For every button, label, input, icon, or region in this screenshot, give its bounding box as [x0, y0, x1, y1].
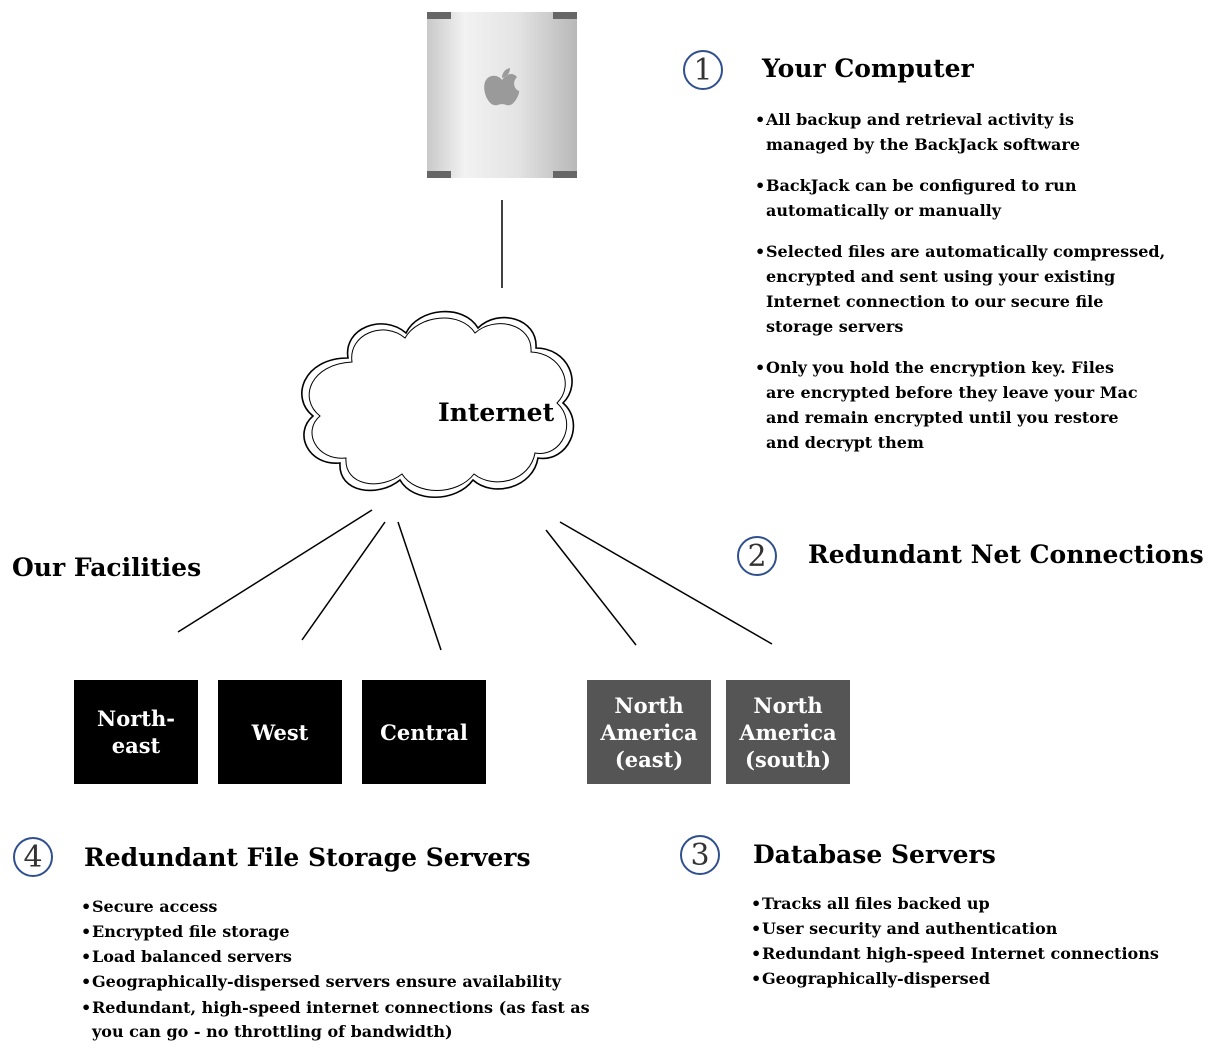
- bullet-text: Load balanced servers: [92, 947, 292, 966]
- site-central: Central: [362, 680, 486, 784]
- list-item: BackJack can be configured to run automa…: [755, 173, 1225, 223]
- step-2-circle: 2: [737, 536, 777, 576]
- bullet-text: All backup and retrieval activity is man…: [766, 110, 1081, 154]
- bullet-text: Encrypted file storage: [92, 922, 290, 941]
- file-servers-bullets: Secure access Encrypted file storage Loa…: [81, 894, 681, 1044]
- bullet-text: Geographically-dispersed servers ensure …: [92, 972, 562, 991]
- site-west-label: West: [251, 719, 309, 745]
- our-facilities-label: Our Facilities: [12, 553, 202, 582]
- site-central-label: Central: [380, 719, 468, 745]
- list-item: Redundant, high-speed internet connectio…: [81, 996, 681, 1044]
- bullet-text: User security and authentication: [762, 919, 1058, 938]
- list-item: All backup and retrieval activity is man…: [755, 107, 1225, 157]
- computer-bullets: All backup and retrieval activity is man…: [755, 107, 1225, 455]
- site-northeast-label: North- east: [97, 706, 175, 758]
- step-4-circle: 4: [13, 837, 53, 877]
- step-3-circle: 3: [680, 835, 720, 875]
- line-central: [397, 521, 442, 651]
- list-item: Encrypted file storage: [81, 919, 681, 944]
- list-item: Geographically-dispersed: [751, 966, 1221, 991]
- internet-label: Internet: [438, 398, 555, 427]
- bullet-text: Redundant, high-speed internet connectio…: [92, 998, 590, 1041]
- file-storage-heading: Redundant File Storage Servers: [84, 843, 531, 872]
- net-connections-heading: Redundant Net Connections: [808, 540, 1204, 569]
- list-item: Only you hold the encryption key. Files …: [755, 355, 1225, 455]
- site-west: West: [218, 680, 342, 784]
- database-servers-bullets: Tracks all files backed up User security…: [751, 891, 1221, 991]
- database-servers-heading: Database Servers: [753, 840, 996, 869]
- step-3-number: 3: [690, 837, 710, 873]
- list-item: User security and authentication: [751, 916, 1221, 941]
- site-na-south-label: North America (south): [739, 692, 837, 772]
- step-2-number: 2: [747, 538, 767, 574]
- line-west: [301, 521, 386, 641]
- bullet-text: Redundant high-speed Internet connection…: [762, 944, 1159, 963]
- list-item: Selected files are automatically compres…: [755, 239, 1225, 339]
- site-na-east-label: North America (east): [600, 692, 698, 772]
- site-northeast: North- east: [74, 680, 198, 784]
- site-na-east: North America (east): [587, 680, 711, 784]
- line-northeast: [177, 509, 373, 633]
- list-item: Redundant high-speed Internet connection…: [751, 941, 1221, 966]
- line-na-east: [545, 529, 637, 646]
- list-item: Load balanced servers: [81, 944, 681, 969]
- mac-pro-computer-icon: [427, 12, 577, 178]
- bullet-text: Secure access: [92, 897, 218, 916]
- bullet-text: Tracks all files backed up: [762, 894, 990, 913]
- bullet-text: BackJack can be configured to run automa…: [766, 176, 1077, 220]
- bullet-text: Geographically-dispersed: [762, 969, 991, 988]
- step-1-number: 1: [693, 52, 713, 88]
- list-item: Tracks all files backed up: [751, 891, 1221, 916]
- site-na-south: North America (south): [726, 680, 850, 784]
- step-4-number: 4: [23, 839, 43, 875]
- list-item: Secure access: [81, 894, 681, 919]
- line-na-south: [559, 521, 773, 645]
- your-computer-heading: Your Computer: [762, 54, 974, 83]
- bullet-text: Selected files are automatically compres…: [766, 242, 1166, 336]
- bullet-text: Only you hold the encryption key. Files …: [766, 358, 1138, 452]
- list-item: Geographically-dispersed servers ensure …: [81, 969, 681, 994]
- step-1-circle: 1: [683, 50, 723, 90]
- internet-cloud-icon: [301, 310, 575, 499]
